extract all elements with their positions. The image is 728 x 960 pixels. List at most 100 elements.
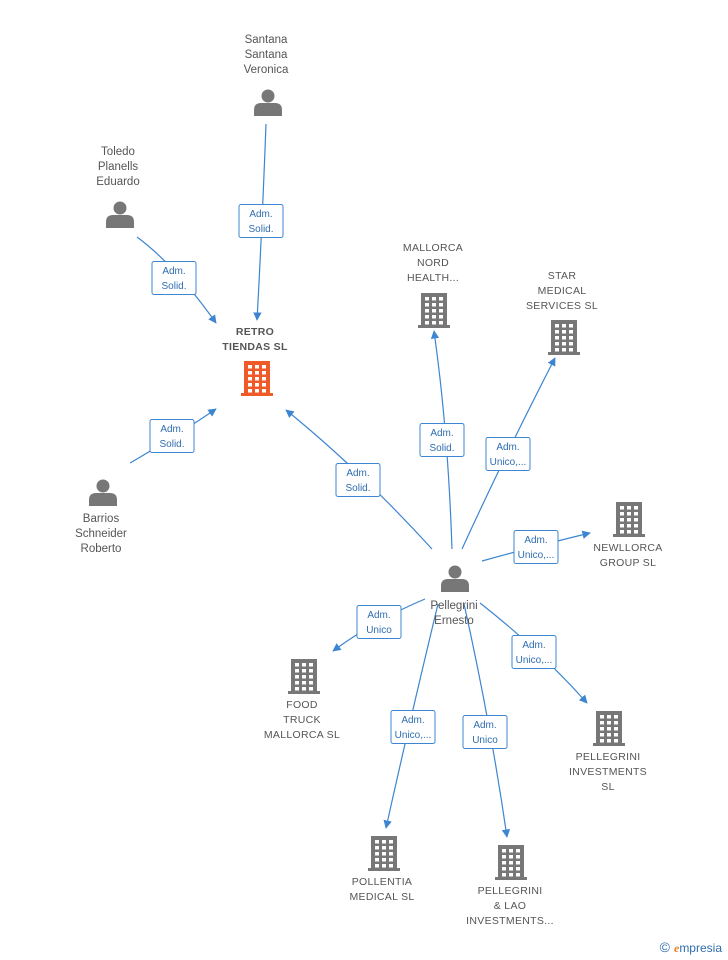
node-label: MEDICAL: [538, 285, 587, 297]
person-icon: [441, 565, 469, 592]
edge-label-box[interactable]: [335, 463, 381, 497]
edge-pellegrini-to-food_truck: Adm. Unico: [332, 598, 426, 652]
node-label: MALLORCA SL: [264, 729, 340, 741]
edge-label-box[interactable]: [238, 204, 284, 238]
person-icon: [254, 89, 282, 116]
node-label: Schneider: [75, 528, 127, 540]
edge-label-text: Solid.: [248, 224, 273, 235]
building-icon: [613, 502, 645, 537]
node-label: MALLORCA: [403, 242, 463, 254]
edge-label-text: Adm.: [524, 535, 547, 546]
building-icon: [418, 293, 450, 328]
edge-label-text: Solid.: [159, 439, 184, 450]
node-label: Santana: [245, 49, 288, 61]
node-pollentia[interactable]: POLLENTIA MEDICAL SL: [349, 836, 414, 903]
building-icon: [241, 361, 273, 396]
edge-label-box[interactable]: [485, 437, 531, 471]
building-icon: [593, 711, 625, 746]
node-pellegrini-lao[interactable]: PELLEGRINI & LAO INVESTMENTS...: [466, 845, 554, 927]
edge-label-text: Adm.: [162, 266, 185, 277]
building-icon: [368, 836, 400, 871]
node-label: FOOD: [286, 699, 318, 711]
brand-initial: e: [673, 941, 680, 955]
node-label: INVESTMENTS...: [466, 915, 554, 927]
edge-label-text: Adm.: [401, 715, 424, 726]
node-label: TIENDAS SL: [222, 341, 288, 353]
edge-pellegrini-to-newllorca: Adm.Unico,...: [481, 530, 591, 564]
edge-label-box[interactable]: [419, 423, 465, 457]
edge-label-text: Unico,...: [490, 457, 527, 468]
edge-label-text: Unico,...: [516, 655, 553, 666]
edge-label-text: Solid.: [161, 281, 186, 292]
edge-label-text: Adm.: [522, 640, 545, 651]
node-label: MEDICAL SL: [349, 891, 414, 903]
node-label: NORD: [417, 257, 449, 269]
node-newllorca[interactable]: NEWLLORCA GROUP SL: [593, 502, 662, 569]
node-label: TRUCK: [283, 714, 321, 726]
edge-label-box[interactable]: [149, 419, 195, 453]
edge-label-box[interactable]: [151, 261, 197, 295]
node-label: Veronica: [244, 64, 289, 76]
edge-label-text: Adm.: [346, 468, 369, 479]
node-label: PELLEGRINI: [576, 751, 641, 763]
edge-pellegrini-to-pollentia: Adm. Unico,...: [383, 603, 439, 829]
edge-label-box[interactable]: [511, 635, 557, 669]
edge-label-text: Adm.: [496, 442, 519, 453]
brand-name: mpresia: [679, 941, 722, 955]
node-label: RETRO: [236, 326, 274, 338]
edge-label-box[interactable]: [462, 715, 508, 749]
node-food-truck[interactable]: FOOD TRUCK MALLORCA SL: [264, 659, 340, 741]
edge-pellegrini-to-pellegrini_inv: Adm. Unico,...: [479, 602, 588, 704]
node-label: SERVICES SL: [526, 300, 598, 312]
node-label: & LAO: [494, 900, 526, 912]
building-icon: [548, 320, 580, 355]
edges-layer: Adm. Solid. Adm. Solid. Adm. Solid. Adm. Solid.…: [129, 123, 591, 838]
person-icon: [89, 479, 117, 506]
edge-label-text: Adm.: [430, 428, 453, 439]
node-label: Eduardo: [96, 176, 139, 188]
node-label: INVESTMENTS: [569, 766, 647, 778]
building-icon: [495, 845, 527, 880]
edge-label-text: Adm.: [160, 424, 183, 435]
node-label: HEALTH...: [407, 272, 459, 284]
edge-label-text: Solid.: [345, 483, 370, 494]
node-retro[interactable]: RETRO TIENDAS SL: [222, 326, 288, 396]
edge-label-text: Adm.: [249, 209, 272, 220]
node-label: GROUP SL: [600, 557, 656, 569]
node-label: Ernesto: [434, 615, 474, 627]
edge-label-box[interactable]: [390, 710, 436, 744]
edge-label-box[interactable]: [513, 530, 559, 564]
person-icon: [106, 201, 134, 228]
edge-pellegrini-to-mallorca_nord: Adm. Solid.: [419, 330, 465, 550]
node-label: STAR: [548, 270, 577, 282]
edge-label-text: Adm.: [367, 610, 390, 621]
edge-santana-to-retro: Adm. Solid.: [238, 123, 284, 321]
edge-label-text: Unico: [366, 625, 392, 636]
empresia-logo[interactable]: ©empresia: [660, 939, 722, 956]
edge-label-text: Solid.: [429, 443, 454, 454]
edge-toledo-to-retro: Adm. Solid.: [136, 236, 217, 324]
node-label: Pellegrini: [430, 600, 477, 612]
node-star[interactable]: STAR MEDICAL SERVICES SL: [526, 270, 598, 355]
node-mallorca-nord[interactable]: MALLORCA NORD HEALTH...: [403, 242, 463, 328]
node-label: POLLENTIA: [352, 876, 412, 888]
node-label: Barrios: [83, 513, 120, 525]
edge-pellegrini-to-retro: Adm. Solid.: [285, 409, 433, 550]
node-label: NEWLLORCA: [593, 542, 662, 554]
node-label: PELLEGRINI: [478, 885, 543, 897]
edge-label-box[interactable]: [356, 605, 402, 639]
edge-barrios-to-retro: Adm. Solid.: [129, 408, 217, 464]
node-label: Roberto: [81, 543, 122, 555]
copyright-symbol: ©: [659, 939, 670, 955]
edge-label-text: Adm.: [473, 720, 496, 731]
edge-pellegrini-to-star: Adm. Unico,...: [461, 357, 556, 550]
edge-label-text: Unico: [472, 735, 498, 746]
edge-label-text: Unico,...: [395, 730, 432, 741]
